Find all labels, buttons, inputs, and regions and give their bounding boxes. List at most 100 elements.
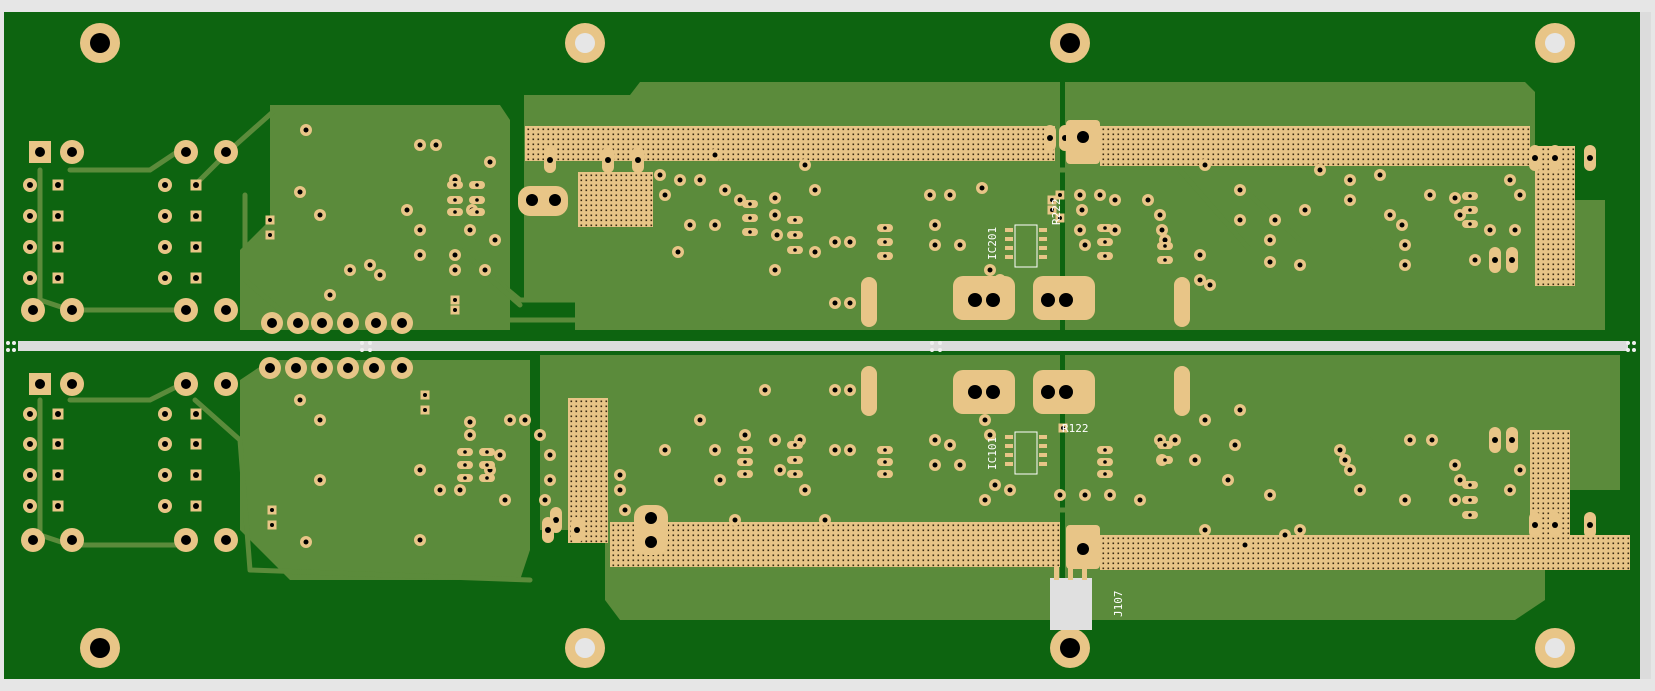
pad — [23, 178, 37, 192]
oval-pad — [1462, 481, 1478, 489]
pad — [714, 474, 726, 486]
oval-pad — [861, 277, 1190, 416]
oval-pad — [479, 474, 495, 482]
transistor-pads — [518, 120, 1190, 569]
oval-pad — [787, 246, 803, 254]
silk-r222: R222 — [1050, 199, 1063, 226]
oval-pad — [1097, 238, 1113, 246]
capsule-pad — [632, 147, 644, 173]
pad — [365, 312, 387, 334]
mounting-hole — [565, 628, 605, 668]
pad — [1074, 224, 1086, 236]
pad — [364, 259, 376, 271]
pad — [984, 264, 996, 276]
oval-pad — [1097, 458, 1113, 466]
mounting-hole — [1050, 628, 1090, 668]
oval-pad — [877, 252, 893, 260]
via-field — [578, 172, 653, 227]
pad — [674, 174, 686, 186]
pad — [391, 312, 413, 334]
pad — [989, 479, 1001, 491]
pad — [1079, 489, 1091, 501]
pad — [414, 249, 426, 261]
mounting-hole — [80, 23, 120, 63]
sense-pad — [1066, 120, 1100, 164]
via-fields — [525, 126, 1630, 570]
square-pad — [52, 210, 64, 222]
oval-pad — [742, 200, 758, 208]
oval-pad — [877, 238, 893, 246]
pad — [1194, 249, 1206, 261]
pad — [21, 298, 45, 322]
oval-pad — [877, 446, 893, 454]
oval-pad — [457, 474, 473, 482]
pad — [1239, 539, 1251, 551]
capsule-pad — [544, 147, 556, 173]
pad — [1199, 414, 1211, 426]
pad — [1234, 404, 1246, 416]
pad — [23, 499, 37, 513]
pad — [158, 437, 172, 451]
pad — [261, 312, 283, 334]
square-pad — [190, 500, 202, 512]
pad — [300, 124, 312, 136]
oval-pad — [1157, 256, 1173, 264]
pad — [174, 528, 198, 552]
oval-pad — [737, 446, 753, 454]
square-pad — [1058, 423, 1068, 433]
square-pad — [52, 272, 64, 284]
square-pad — [52, 469, 64, 481]
pad — [769, 209, 781, 221]
square-pad — [52, 408, 64, 420]
ic-footprint-top — [1005, 224, 1047, 268]
pad — [504, 414, 516, 426]
oval-pad — [787, 216, 803, 224]
pad — [1199, 159, 1211, 171]
pad — [1396, 219, 1408, 231]
pad — [214, 298, 238, 322]
pad — [1229, 439, 1241, 451]
pad — [479, 264, 491, 276]
pad — [954, 239, 966, 251]
oval-pad — [469, 208, 485, 216]
oval-pad — [447, 208, 463, 216]
big-pad-pair — [634, 505, 668, 555]
to220-pad-bottom-right — [1033, 370, 1095, 414]
pad — [1094, 189, 1106, 201]
pad — [1504, 174, 1516, 186]
mounting-hole — [1050, 23, 1090, 63]
pad — [311, 312, 333, 334]
square-pad — [1055, 190, 1065, 200]
pad — [1299, 204, 1311, 216]
pad — [769, 264, 781, 276]
to220-pad-top-left — [953, 276, 1015, 320]
pad — [769, 192, 781, 204]
pad — [709, 444, 721, 456]
square-pad — [1055, 213, 1065, 223]
oval-pad — [1157, 456, 1173, 464]
pad — [829, 236, 841, 248]
pad — [259, 357, 281, 379]
capsule-pad — [602, 147, 614, 173]
pad — [844, 444, 856, 456]
square-pad — [52, 179, 64, 191]
pad — [1104, 489, 1116, 501]
pad — [449, 249, 461, 261]
pad — [414, 224, 426, 236]
pad — [1399, 239, 1411, 251]
to220-pad-bottom-left — [953, 370, 1015, 414]
pad — [1484, 224, 1496, 236]
pad — [984, 429, 996, 441]
sense-pad — [1066, 525, 1100, 569]
pad — [1054, 489, 1066, 501]
pad — [929, 434, 941, 446]
pad — [1204, 279, 1216, 291]
pad — [1294, 524, 1306, 536]
pad — [1514, 189, 1526, 201]
oval-pad — [737, 470, 753, 478]
pad — [464, 416, 476, 428]
pad — [1374, 169, 1386, 181]
oval-pad — [787, 470, 803, 478]
pads — [21, 124, 1596, 552]
pad — [799, 159, 811, 171]
